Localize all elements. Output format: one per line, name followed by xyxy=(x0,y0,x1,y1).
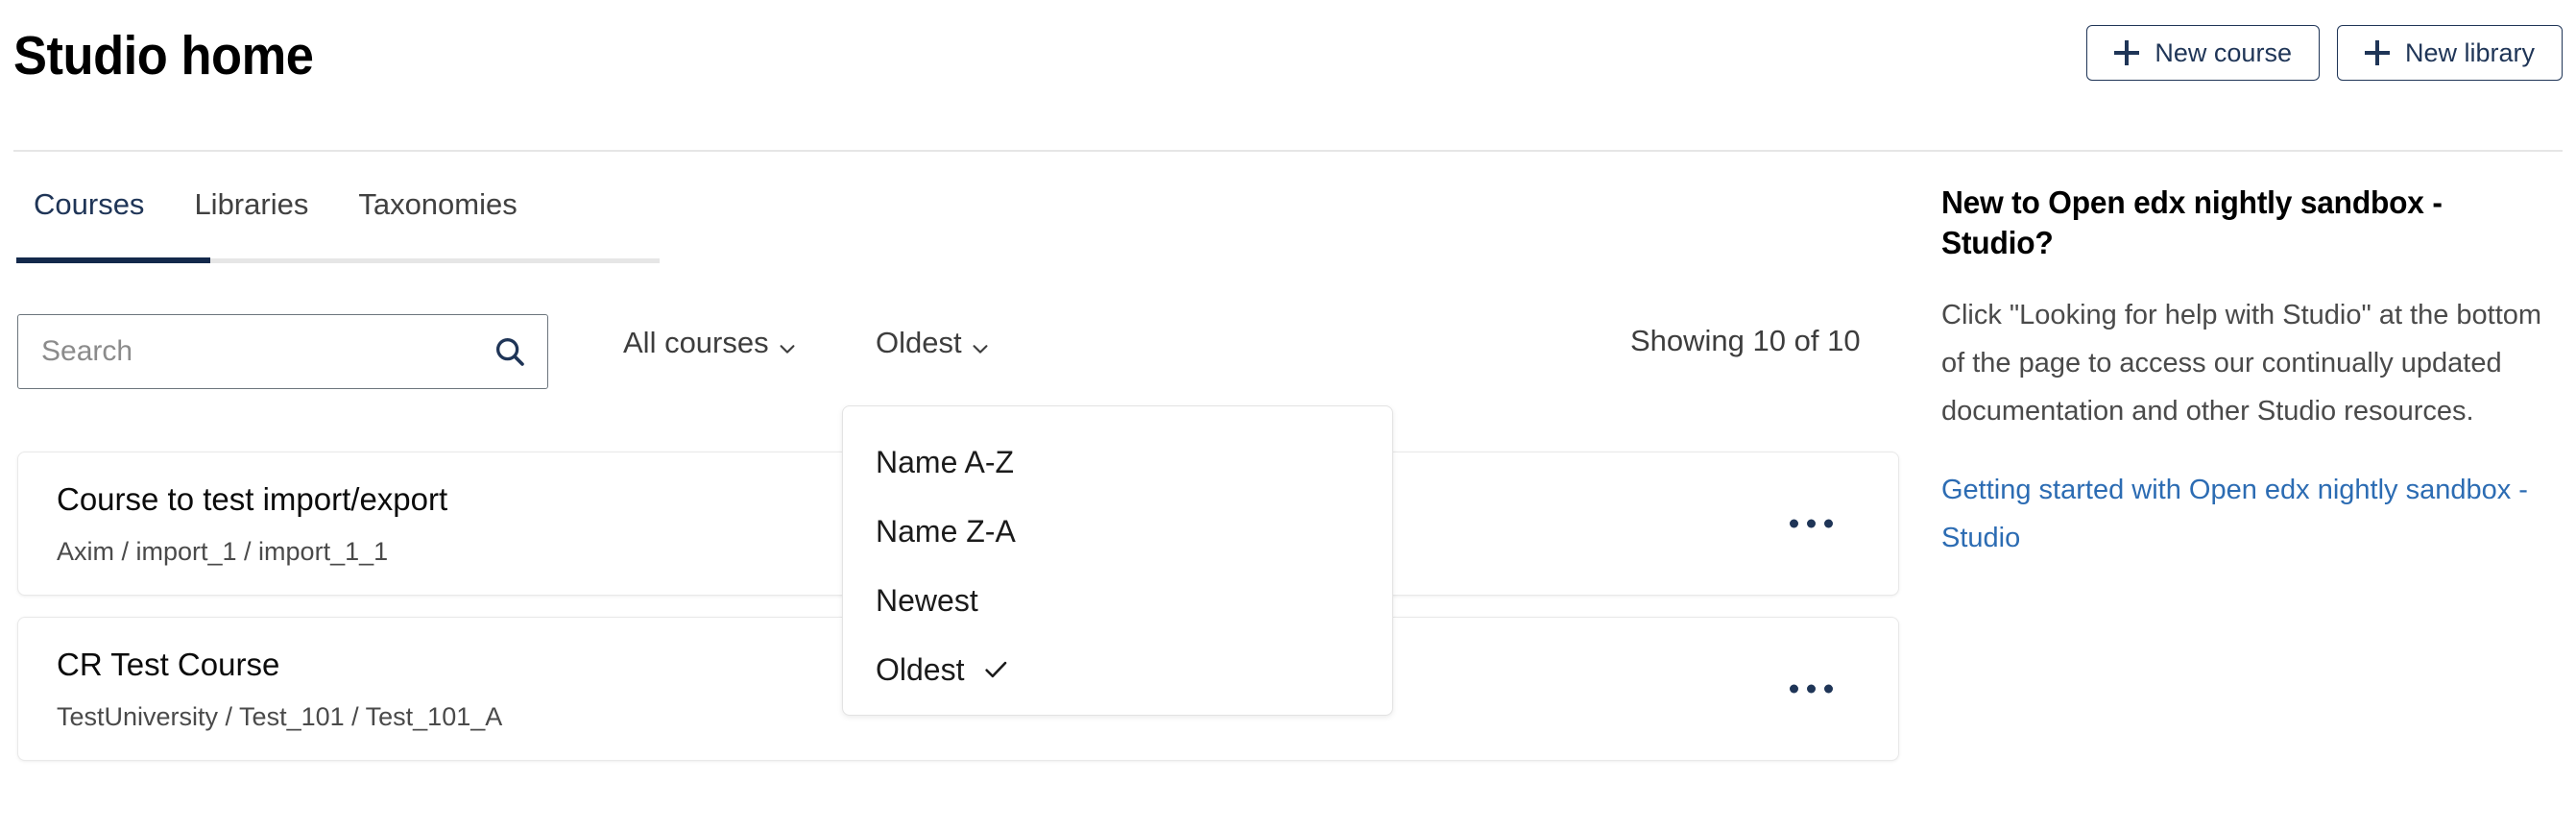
course-options-menu-icon[interactable] xyxy=(1780,506,1842,542)
new-course-button[interactable]: New course xyxy=(2086,25,2320,81)
tab-bar: Courses Libraries Taxonomies xyxy=(0,187,2576,243)
plus-icon xyxy=(2114,40,2140,65)
course-options-menu-icon[interactable] xyxy=(1780,672,1842,707)
help-sidebar: New to Open edx nightly sandbox - Studio… xyxy=(1941,183,2556,563)
search-input[interactable] xyxy=(41,335,492,368)
sort-option-name-za[interactable]: Name Z-A xyxy=(843,497,1392,566)
filter-all-courses-button[interactable]: All courses xyxy=(619,318,802,368)
tab-active-indicator xyxy=(16,257,210,263)
course-title: Course to test import/export xyxy=(57,481,448,517)
search-icon[interactable] xyxy=(492,333,528,370)
plus-icon xyxy=(2364,40,2390,65)
sort-option-label: Name Z-A xyxy=(876,513,1016,549)
chevron-down-icon xyxy=(777,332,798,354)
showing-count: Showing 10 of 10 xyxy=(1630,324,1861,357)
tab-libraries[interactable]: Libraries xyxy=(169,187,333,243)
sort-dropdown-menu: Name A-Z Name Z-A Newest Oldest xyxy=(842,405,1393,716)
sort-option-newest[interactable]: Newest xyxy=(843,566,1392,635)
sort-option-label: Name A-Z xyxy=(876,444,1015,479)
sort-dropdown-button[interactable]: Oldest xyxy=(872,318,995,368)
course-meta: TestUniversity / Test_101 / Test_101_A xyxy=(57,702,503,731)
tab-courses[interactable]: Courses xyxy=(16,187,169,243)
course-meta: Axim / import_1 / import_1_1 xyxy=(57,537,389,566)
getting-started-link[interactable]: Getting started with Open edx nightly sa… xyxy=(1941,475,2528,553)
sort-dropdown-label: Oldest xyxy=(876,326,962,359)
sort-option-label: Oldest xyxy=(876,651,965,687)
chevron-down-icon xyxy=(970,332,991,354)
tab-taxonomies[interactable]: Taxonomies xyxy=(333,187,542,243)
check-icon xyxy=(981,655,1010,684)
controls-row: All courses Oldest Showing 10 of 10 xyxy=(0,314,2576,391)
page-header: Studio home New course New library xyxy=(0,0,2576,152)
sidebar-title: New to Open edx nightly sandbox - Studio… xyxy=(1941,184,2443,261)
sidebar-body-text: Click "Looking for help with Studio" at … xyxy=(1941,300,2542,428)
header-actions: New course New library xyxy=(2086,25,2563,81)
header-divider xyxy=(13,150,2563,152)
new-course-label: New course xyxy=(2155,37,2292,67)
sort-option-oldest[interactable]: Oldest xyxy=(843,635,1392,704)
new-library-label: New library xyxy=(2404,37,2535,67)
new-library-button[interactable]: New library xyxy=(2336,25,2563,81)
sort-option-name-az[interactable]: Name A-Z xyxy=(843,428,1392,497)
tab-rail xyxy=(16,258,660,263)
course-title: CR Test Course xyxy=(57,647,280,682)
sort-option-label: Newest xyxy=(876,582,978,618)
page-title: Studio home xyxy=(13,25,314,86)
search-box[interactable] xyxy=(17,314,548,389)
filter-all-courses-label: All courses xyxy=(623,326,769,359)
